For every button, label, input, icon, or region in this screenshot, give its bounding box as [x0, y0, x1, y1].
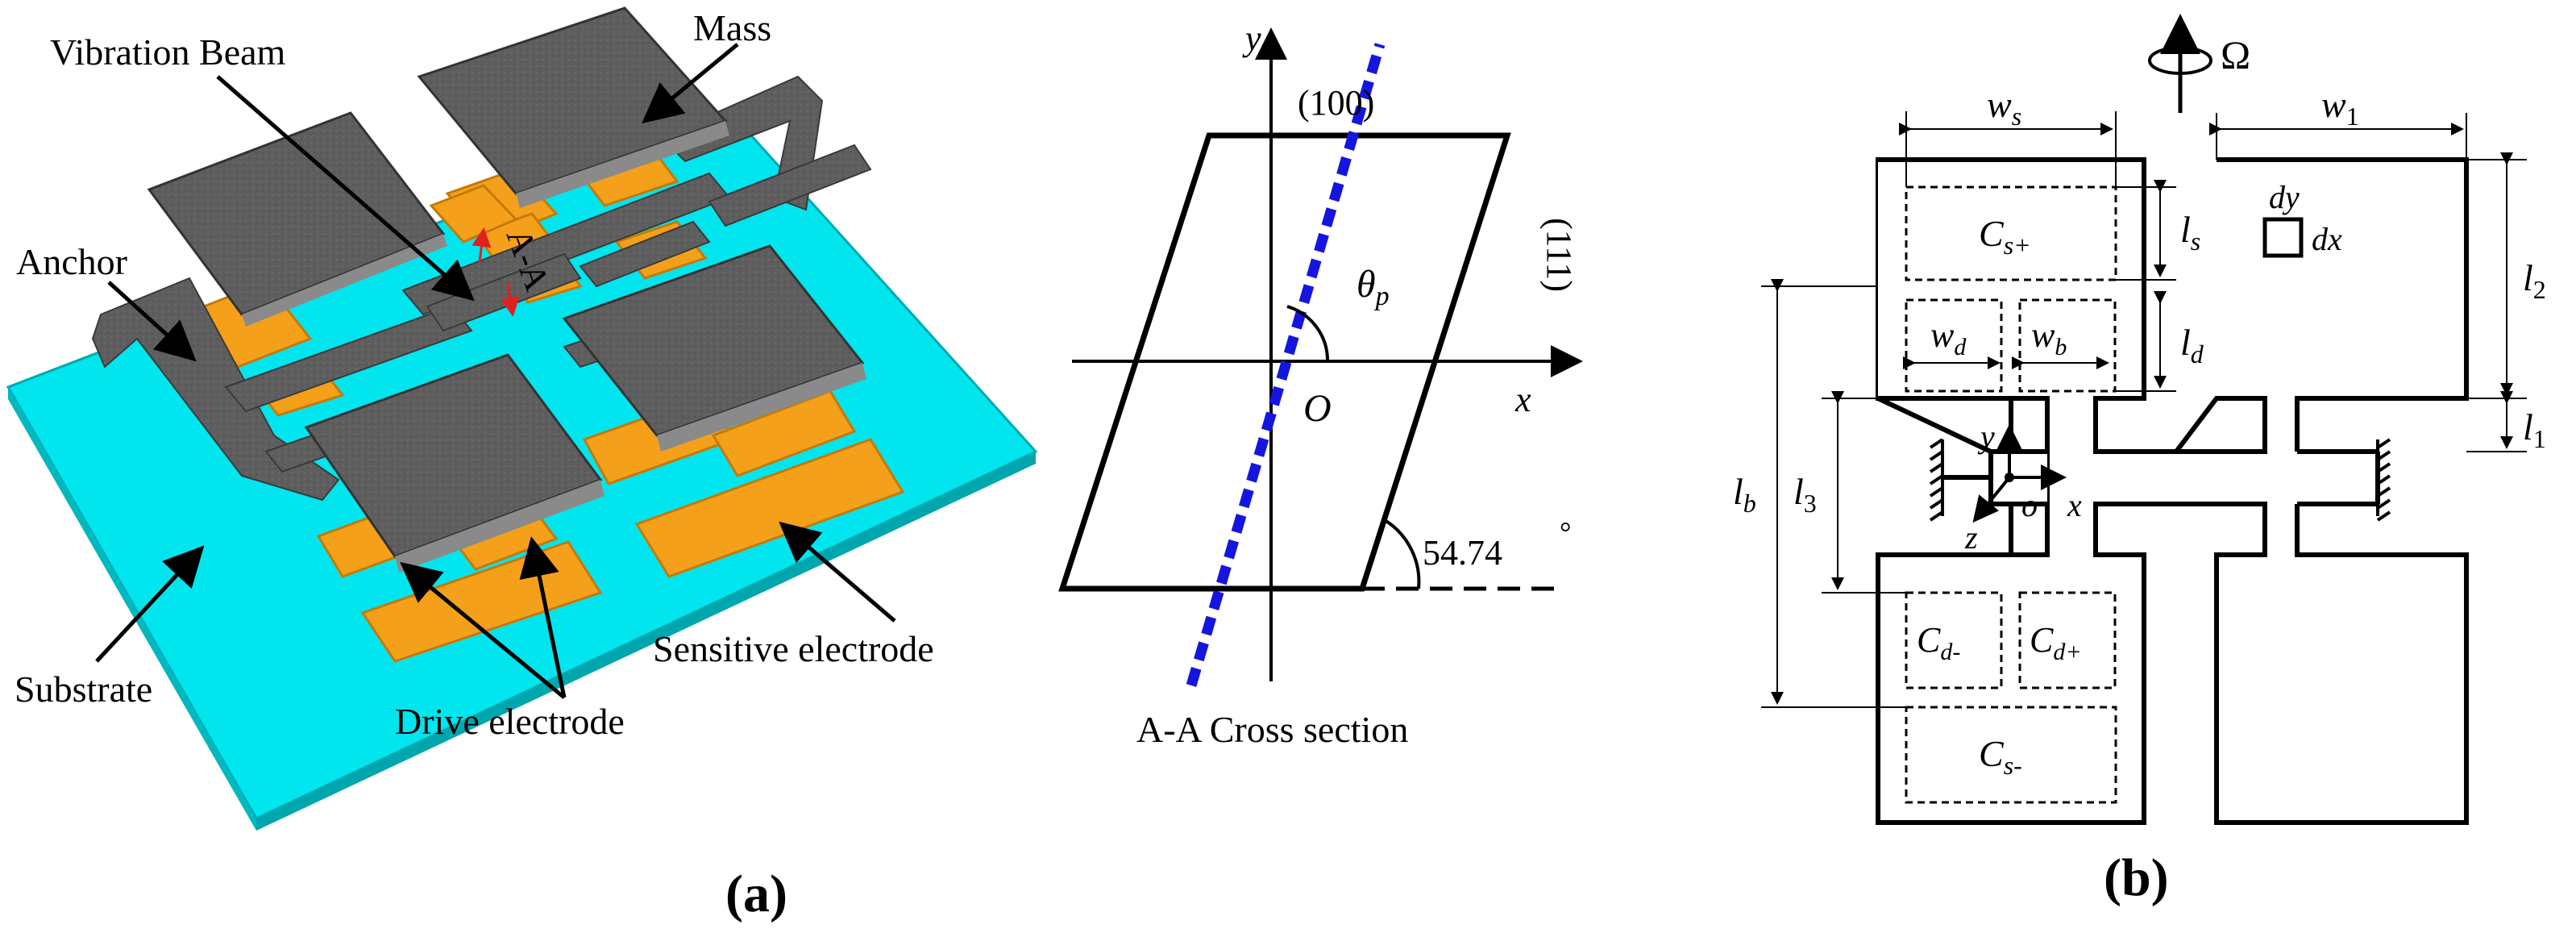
ws-label: ws [1987, 84, 2021, 131]
left-mass-stroke [1876, 157, 2176, 825]
rotation-arrow [2148, 46, 2212, 75]
y-axis-label: y [1242, 19, 1261, 58]
sensitive-electrode-leader [779, 521, 896, 623]
sensitive-electrode-label: Sensitive electrode [653, 628, 934, 669]
anchor-right [2376, 438, 2391, 522]
cd-plus-label: Cd+ [2030, 620, 2082, 665]
device-3d-model: A-A [6, 6, 1038, 831]
anchor-left [1929, 438, 1991, 522]
x-axis-label-b: x [2067, 487, 2082, 523]
left-mass-body [1878, 160, 2144, 823]
plan-view: Ω [1761, 14, 2527, 825]
vibration-beam [426, 252, 582, 332]
beam [579, 220, 711, 288]
vibration-beam-leader [216, 75, 475, 302]
mass-leader [642, 43, 739, 124]
angle-arc [1383, 519, 1421, 589]
wb-label: wb [2031, 315, 2067, 360]
cs-plus-box [1905, 185, 2117, 281]
lb-label: lb [1733, 471, 1756, 518]
wd-label: wd [1930, 315, 1967, 360]
mass-side [242, 234, 447, 327]
ld-label: ld [2180, 322, 2204, 369]
omega-label: Ω [2221, 32, 2250, 77]
anchor-leader [107, 281, 197, 362]
cd-plus-box [2018, 591, 2117, 689]
cs-minus-box [1905, 706, 2117, 804]
degree-label: ° [1560, 516, 1571, 548]
panel-a-caption: (a) [725, 864, 787, 923]
x-axis-label: x [1514, 380, 1531, 419]
anchor-label: Anchor [16, 241, 127, 282]
drive-electrode-leader [400, 561, 566, 699]
panel-a-labels: Mass Vibration Beam Anchor Substrate Sen… [15, 7, 934, 742]
dy-label: dy [2269, 179, 2300, 215]
cd-minus-box [1905, 591, 2003, 689]
theta-label: θp [1357, 263, 1390, 311]
plane-111-label: (111) [1539, 218, 1579, 292]
local-axes [1972, 424, 2067, 523]
beam [224, 305, 473, 413]
plane-100-label: (100) [1298, 83, 1374, 123]
vibration-beam-label: Vibration Beam [50, 31, 286, 73]
panel-b-labels: ws w1 Cs+ ls ld wd wb dy dx l2 l1 l3 lb … [1733, 84, 2546, 780]
y-axis-label-b: y [1977, 419, 1995, 455]
substrate-edge [8, 387, 256, 831]
crystal-100-direction [1186, 43, 1386, 687]
mass-side [657, 363, 866, 452]
cd-minus-box-top [1905, 298, 2003, 393]
cd-plus-box-top [2018, 298, 2117, 393]
l2-label: l2 [2523, 257, 2546, 304]
drive-electrode-leader [519, 536, 567, 698]
local-origin [2005, 473, 2014, 482]
mass-side [395, 480, 605, 573]
right-mass-stroke [2171, 157, 2469, 825]
l3-label: l3 [1793, 471, 1817, 518]
electrode [711, 389, 857, 477]
substrate-leader [95, 545, 205, 663]
angle-value-label: 54.74 [1423, 533, 1502, 573]
drive-electrode-label: Drive electrode [395, 701, 625, 742]
cs-plus-label: Cs+ [1979, 213, 2031, 260]
cross-section-caption: A-A Cross section [1136, 709, 1408, 750]
cross-section-diagram: y x O (100) (111) θp 54.74 ° A-A Cross s… [1058, 19, 1583, 750]
substrate-edge-front [256, 452, 1036, 831]
theta-arc [1286, 305, 1330, 362]
electrode [429, 184, 518, 244]
substrate-label: Substrate [15, 669, 152, 710]
element-dxdy [2262, 217, 2304, 258]
dimension-lines [1761, 111, 2527, 708]
mass-group [147, 6, 866, 573]
mass-side [516, 121, 729, 208]
origin-label: O [1303, 387, 1332, 430]
dx-label: dx [2312, 221, 2342, 257]
cd-minus-label: Cd- [1917, 620, 1960, 665]
panel-b-caption: (b) [2104, 848, 2169, 907]
section-arrow [501, 281, 520, 317]
z-axis-label-b: z [1964, 519, 1978, 556]
mass-label: Mass [693, 7, 771, 48]
electrode [634, 438, 905, 578]
w1-label: w1 [2321, 84, 2359, 131]
capacitor-boxes [1905, 185, 2117, 804]
origin-label-b: o [2021, 487, 2038, 523]
l1-label: l1 [2523, 406, 2546, 453]
beam [708, 144, 872, 227]
section-arrow [472, 227, 492, 263]
cs-minus-label: Cs- [1979, 733, 2022, 780]
ls-label: ls [2180, 209, 2200, 256]
